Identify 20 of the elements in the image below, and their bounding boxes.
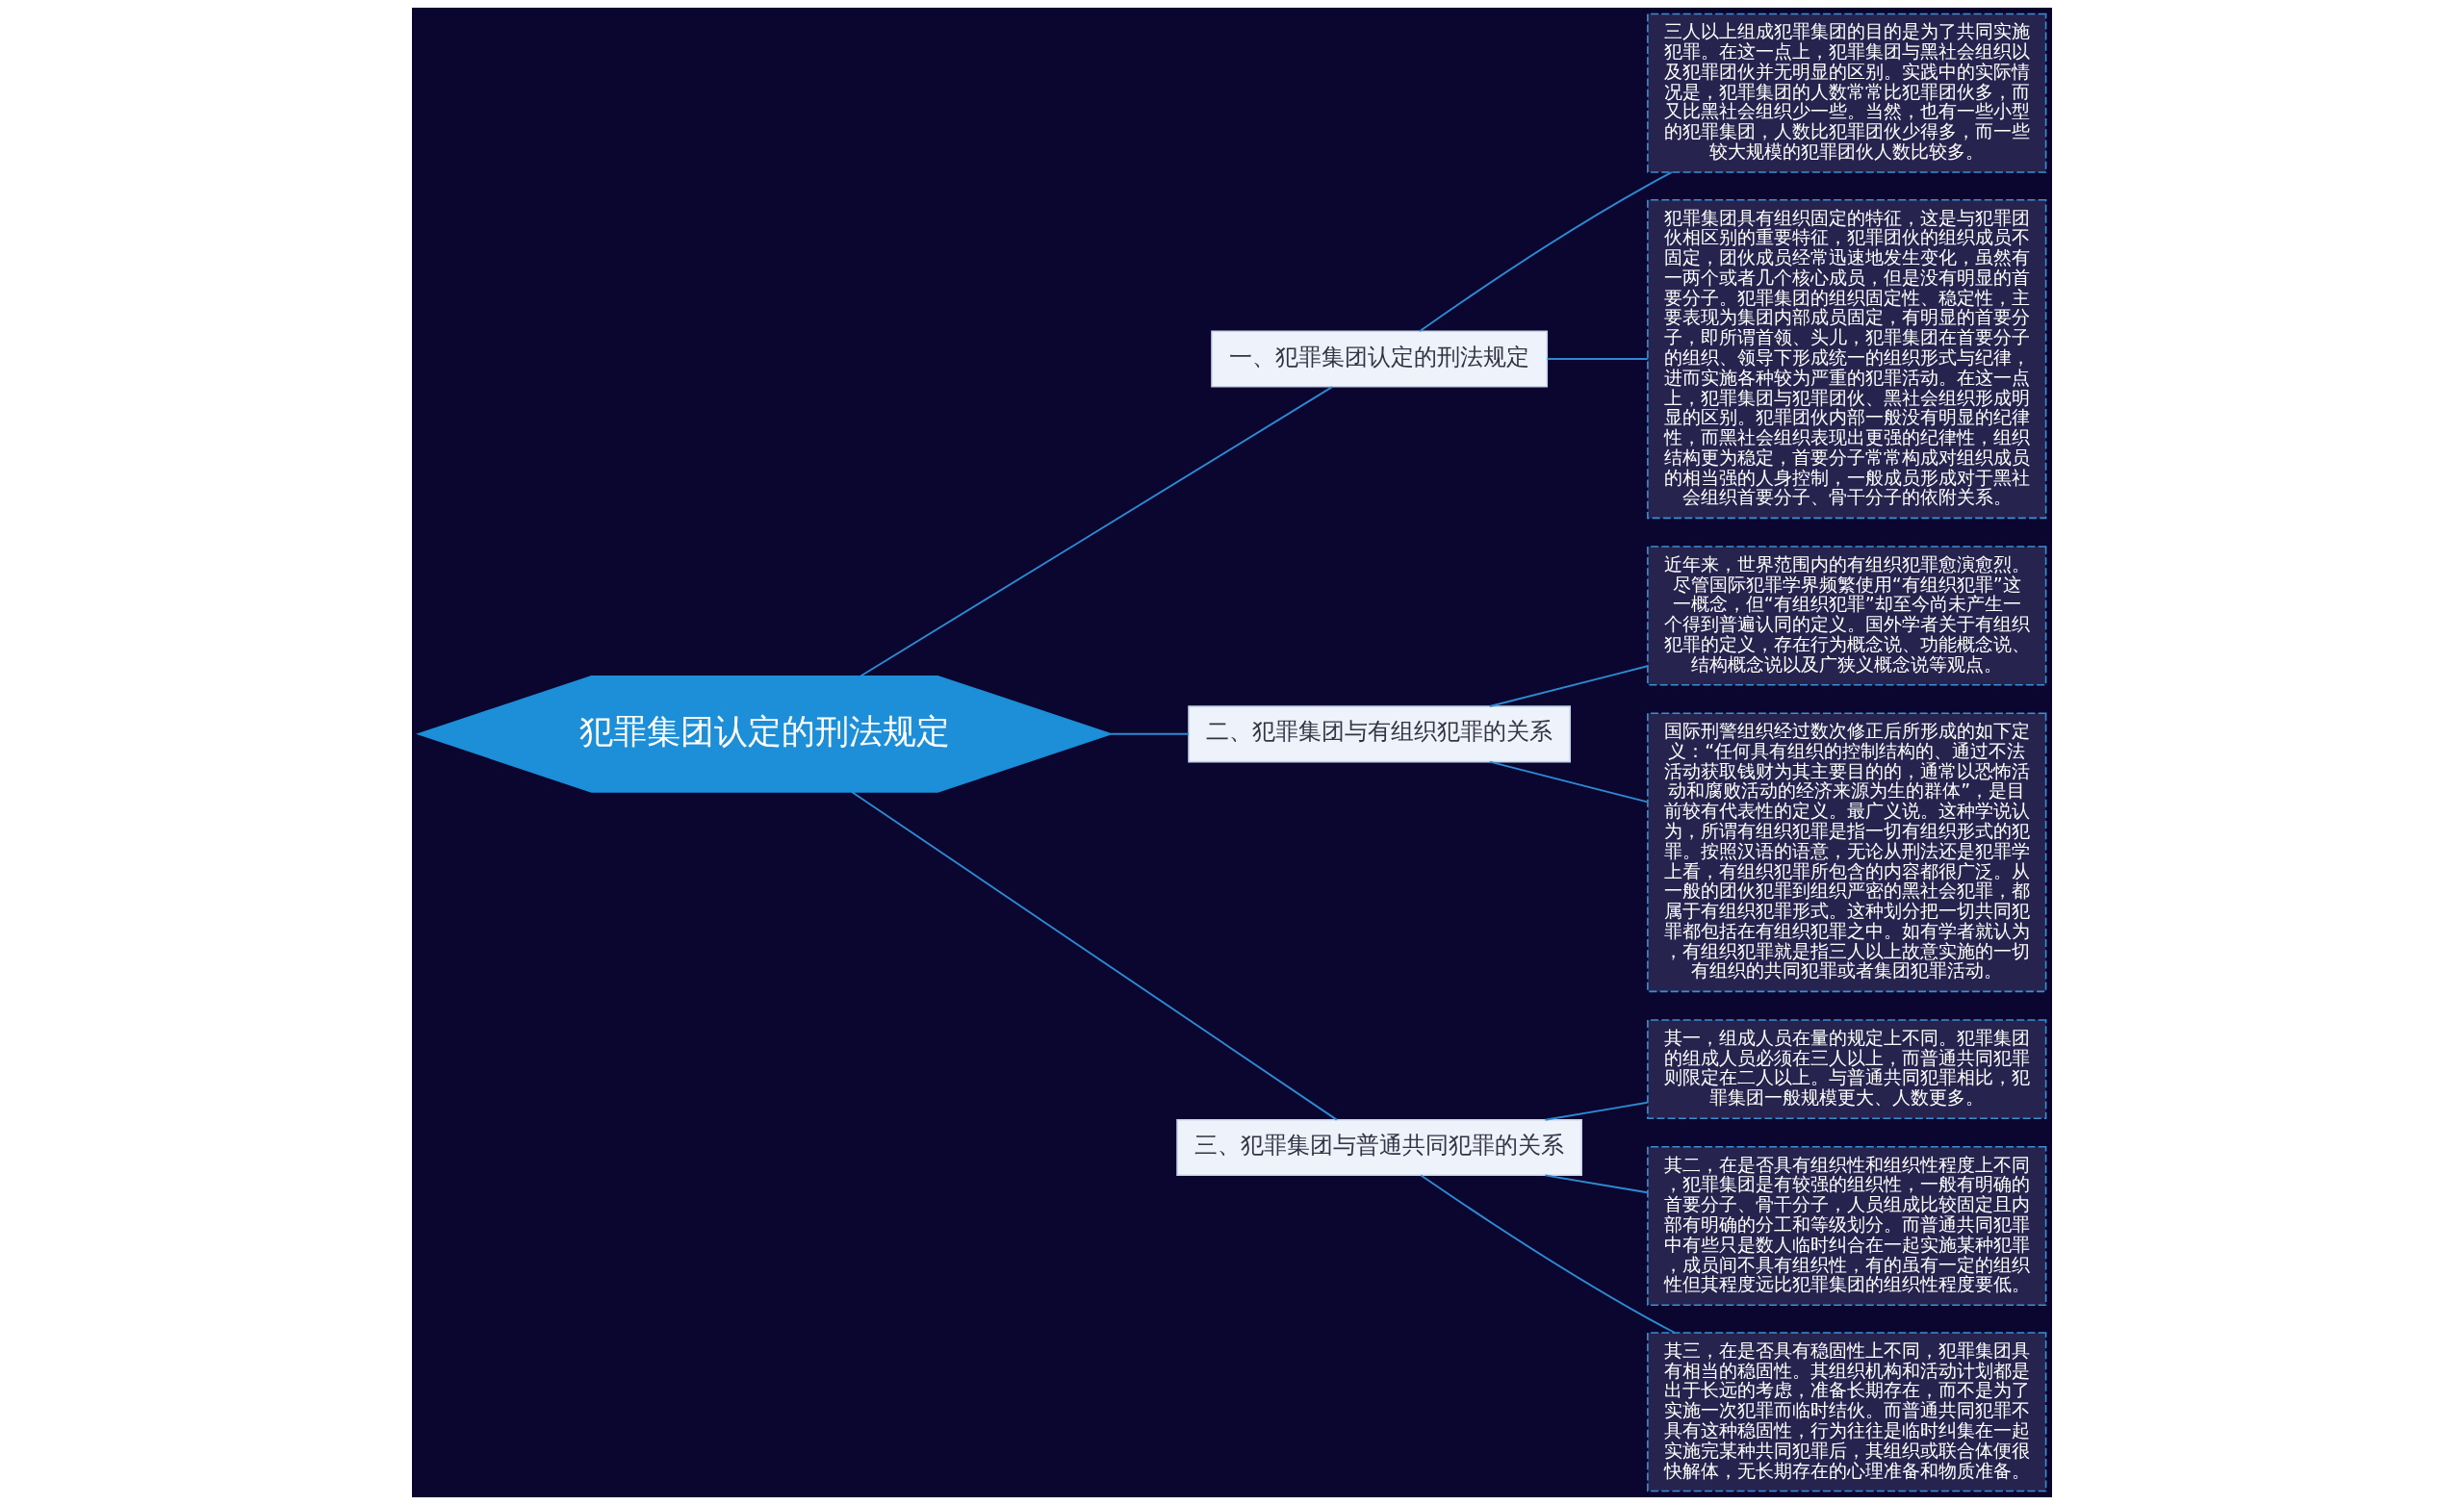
connector <box>851 791 1338 1121</box>
connector <box>1488 665 1649 707</box>
connector <box>1110 732 1190 735</box>
connector <box>1418 171 1673 333</box>
connector <box>859 386 1333 677</box>
connector <box>1544 1174 1649 1194</box>
node-box: 其一，组成人员在量的规定上不同。犯罪集团的组成人员必须在三人以上，而普通共同犯罪则限定在二人以上。与普通共同犯罪相比，犯罪集团一般规模更大、人数更多。 <box>1647 1019 2047 1119</box>
connector <box>1544 1101 1649 1121</box>
node-box: 三、犯罪集团与普通共同犯罪的关系 <box>1176 1119 1582 1177</box>
node-box: 近年来，世界范围内的有组织犯罪愈演愈烈。尽管国际犯罪学界频繁使用“有组织犯罪”这一概念，但“有组织犯罪”却至今尚未产生一个得到普遍认同的定义。国外学者关于有组织犯罪的定义，存在行为概念说、功能概念说、结构概念说以及广狭义概念说等观点。 <box>1647 546 2047 686</box>
node-box: 一、犯罪集团认定的刑法规定 <box>1211 330 1549 388</box>
node-box: 其三，在是否具有稳固性上不同，犯罪集团具有相当的稳固性。其组织机构和活动计划都是出于长远的考虑，准备长期存在，而不是为了实施一次犯罪而临时结伙。而普通共同犯罪不具有这种稳固性，行为往往是临时纠集在一起实施完某种共同犯罪后，其组织或联合体便很快解体，无长期存在的心理准备和物质准备。 <box>1647 1332 2047 1492</box>
connector <box>1420 1174 1676 1334</box>
node-box: 国际刑警组织经过数次修正后所形成的如下定义：“任何具有组织的控制结构的、通过不法活动获取钱财为其主要目的的，通常以恐怖活动和腐败活动的经济来源为生的群体”，是目前较有代表性的定义。最广义说。这种学说认为，所谓有组织犯罪是指一切有组织形式的犯罪。按照汉语的语意，无论从刑法还是犯罪学上看，有组织犯罪所包含的内容都很广泛。从一般的团伙犯罪到组织严密的黑社会犯罪，都属于有组织犯罪形式。这种划分把一切共同犯罪都包括在有组织犯罪之中。如有学者就认为，有组织犯罪就是指三人以上故意实施的一切有组织的共同犯罪或者集团犯罪活动。 <box>1647 712 2047 993</box>
connector <box>1546 358 1649 360</box>
node-box: 三人以上组成犯罪集团的目的是为了共同实施犯罪。在这一点上，犯罪集团与黑社会组织以及犯罪团伙并无明显的区别。实践中的实际情况是，犯罪集团的人数常常比犯罪团伙多，而又比黑社会组织少一些。当然，也有一些小型的犯罪集团，人数比犯罪团伙少得多，而一些较大规模的犯罪团伙人数比较多。 <box>1647 13 2047 173</box>
node-box: 其二，在是否具有组织性和组织性程度上不同，犯罪集团是有较强的组织性，一般有明确的首要分子、骨干分子，人员组成比较固定且内部有明确的分工和等级划分。而普通共同犯罪中有些只是数人临时纠合在一起实施某种犯罪，成员间不具有组织性，有的虽有一定的组织性但其程度远比犯罪集团的组织性程度要低。 <box>1647 1145 2047 1307</box>
connector <box>1488 760 1649 804</box>
node-box: 犯罪集团具有组织固定的特征，这是与犯罪团伙相区别的重要特征，犯罪团伙的组织成员不固定，团伙成员经常迅速地发生变化，虽然有一两个或者几个核心成员，但是没有明显的首要分子。犯罪集团的组织固定性、稳定性，主要表现为集团内部成员固定，有明显的首要分子，即所谓首领、头儿，犯罪集团在首要分子的组织、领导下形成统一的组织形式与纪律，进而实施各种较为严重的犯罪活动。在这一点上，犯罪集团与犯罪团伙、黑社会组织形成明显的区别。犯罪团伙内部一般没有明显的纪律性，而黑社会组织表现出更强的纪律性，组织结构更为稳定，首要分子常常构成对组织成员的相当强的人身控制，一般成员形成对于黑社会组织首要分子、骨干分子的依附关系。 <box>1647 198 2047 520</box>
node-box: 二、犯罪集团与有组织犯罪的关系 <box>1188 705 1571 763</box>
